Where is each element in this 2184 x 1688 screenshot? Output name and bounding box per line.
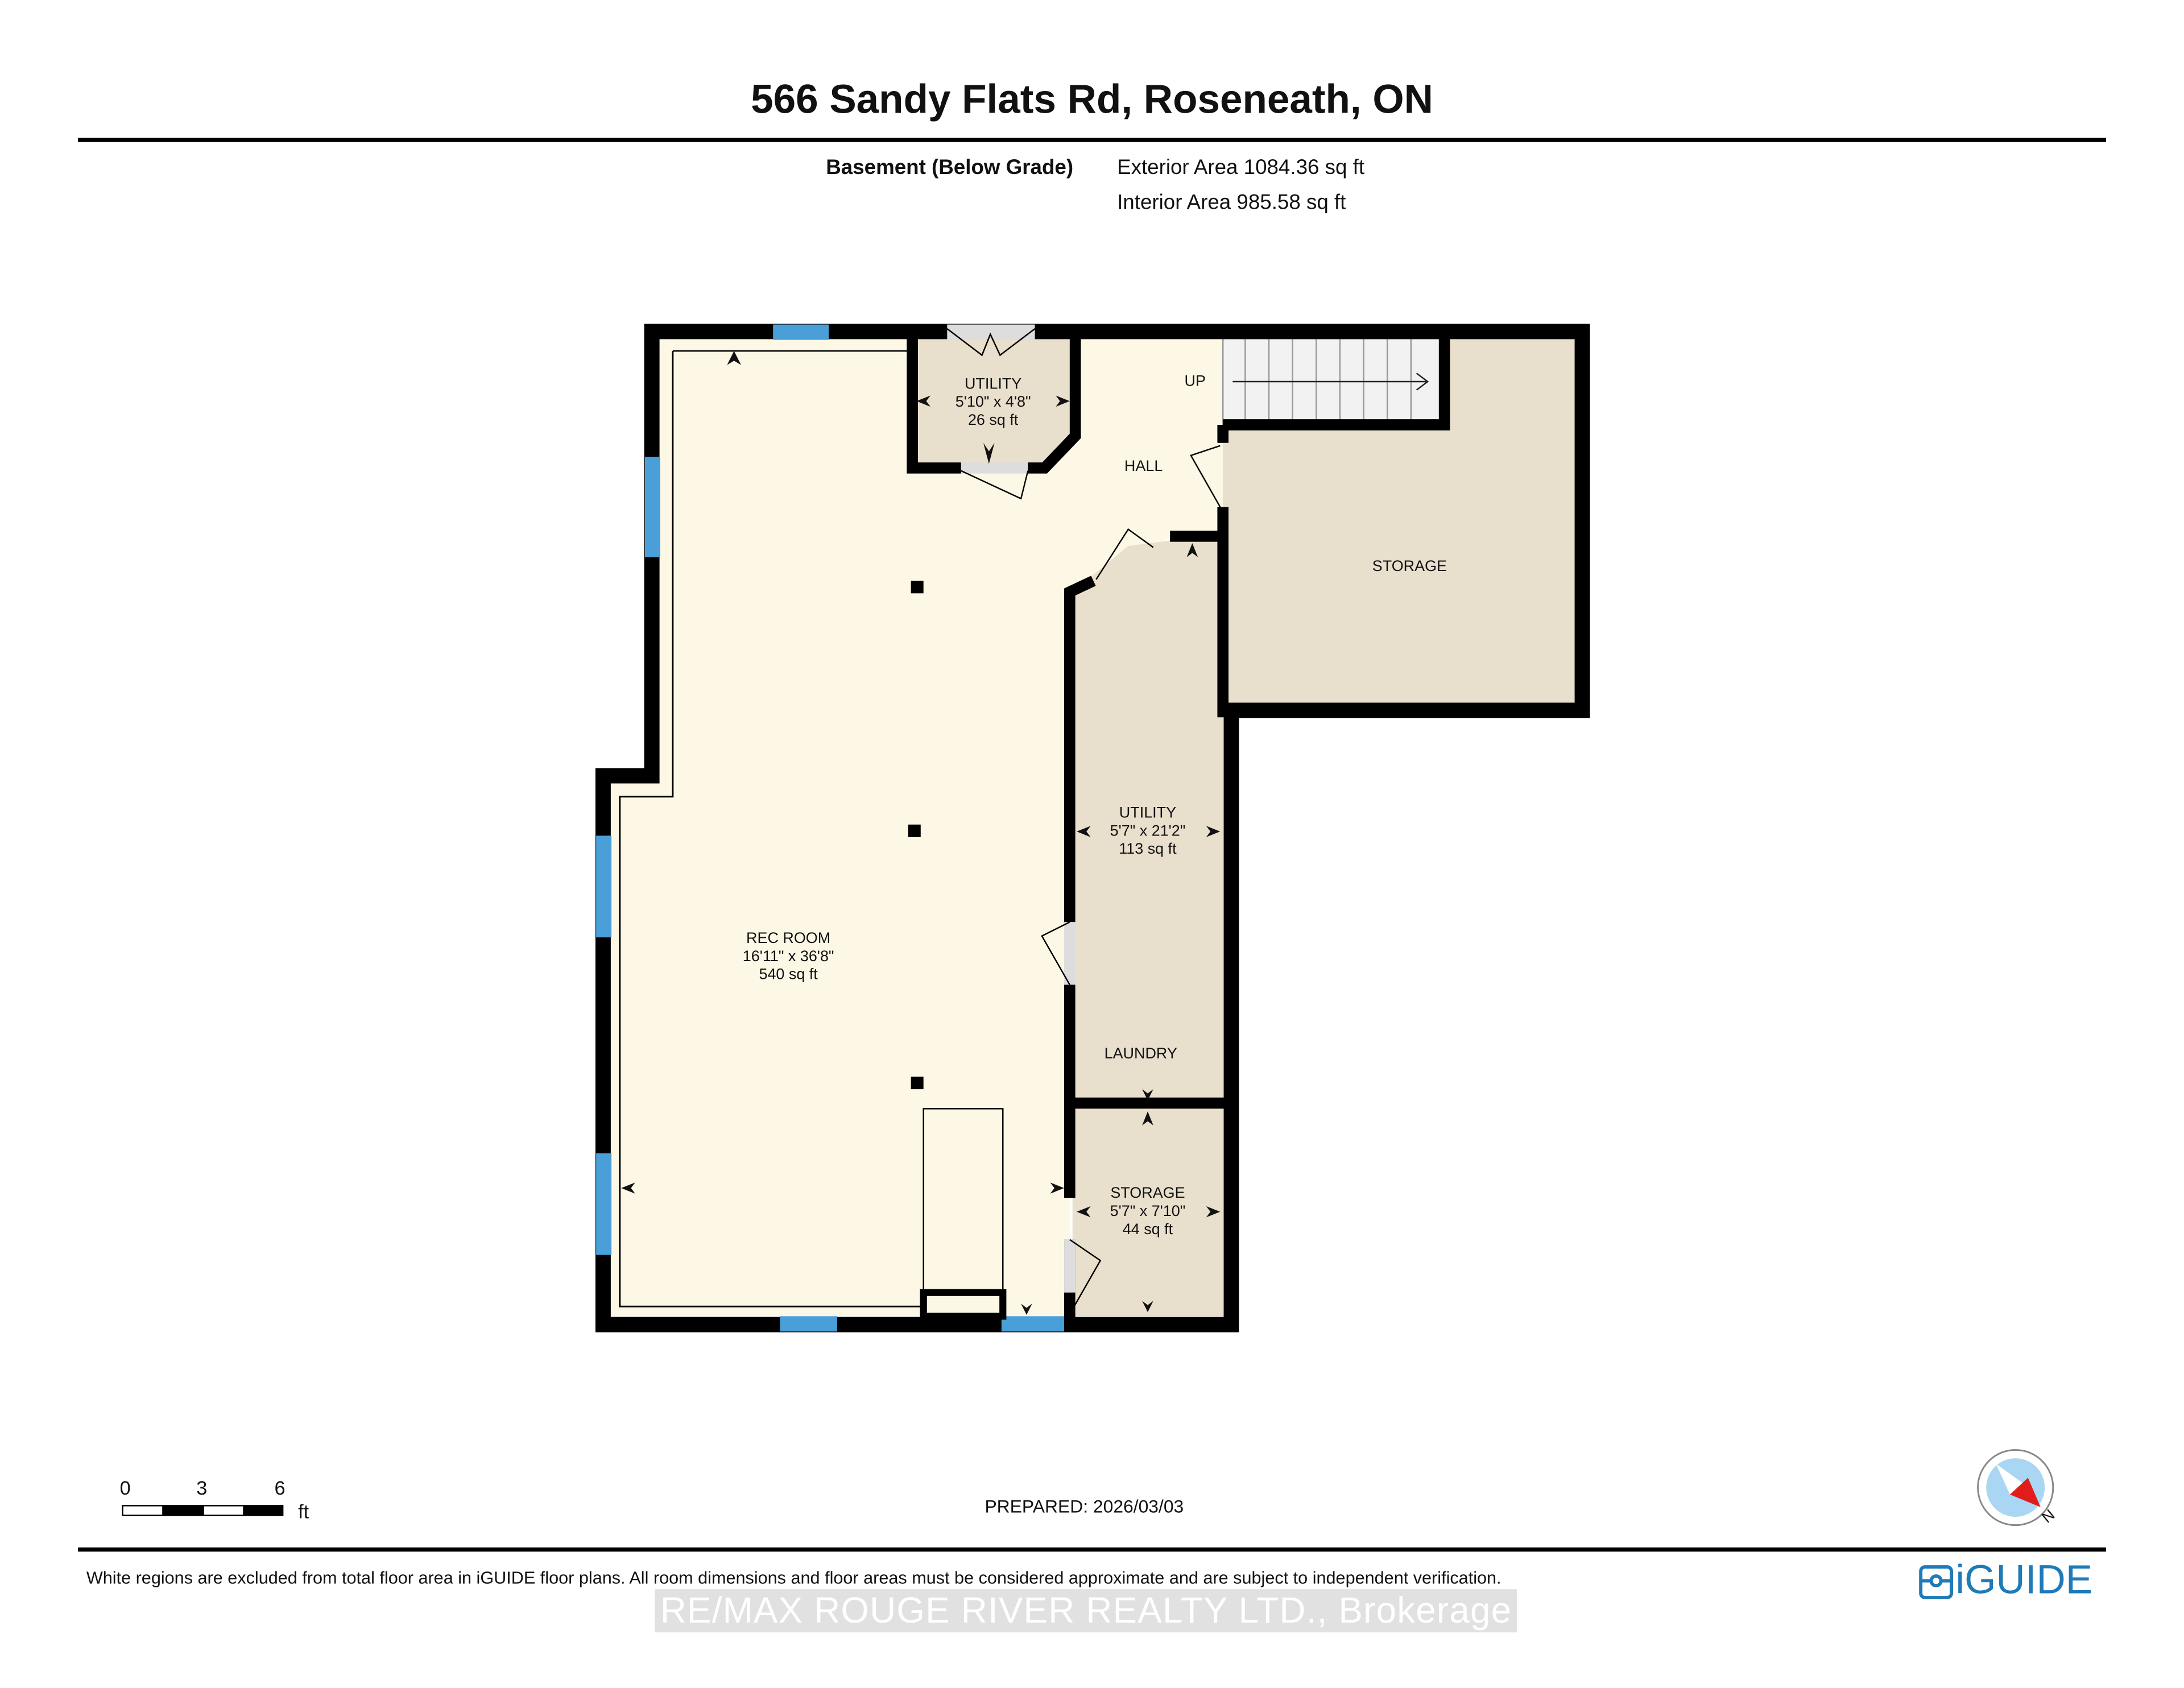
room-area: 26 sq ft xyxy=(967,412,1019,429)
room-storage-small: STORAGE 5'7" x 7'10" 44 sq ft xyxy=(1110,1185,1186,1240)
compass-icon xyxy=(1977,1449,2054,1526)
window xyxy=(773,324,829,340)
scale-bar xyxy=(122,1505,284,1516)
window xyxy=(596,1153,612,1255)
room-name: STORAGE xyxy=(1372,558,1447,576)
room-utility-small: UTILITY 5'10" x 4'8" 26 sq ft xyxy=(956,376,1031,431)
brokerage-watermark: RE/MAX ROUGE RIVER REALTY LTD., Brokerag… xyxy=(655,1589,1518,1633)
window xyxy=(780,1316,837,1332)
room-name: REC ROOM xyxy=(746,930,831,948)
window xyxy=(596,835,612,938)
interior-walls xyxy=(907,334,1450,1325)
room-dims: 16'11" x 36'8" xyxy=(742,948,834,966)
room-hall: HALL xyxy=(1124,458,1163,477)
storage-small-floor xyxy=(1072,1107,1223,1317)
room-area: 113 sq ft xyxy=(1119,841,1177,858)
prepared-date: PREPARED: 2026/03/03 xyxy=(985,1496,1184,1517)
door-swings xyxy=(946,324,1221,1310)
column xyxy=(911,581,924,594)
room-rec-room: REC ROOM 16'11" x 36'8" 540 sq ft xyxy=(743,930,834,985)
stairs-up-label: UP xyxy=(1185,373,1206,391)
room-name: STORAGE xyxy=(1110,1185,1185,1202)
iguide-logo: iGUIDE xyxy=(1955,1558,2093,1603)
window xyxy=(1001,1316,1065,1332)
column xyxy=(911,1077,924,1090)
window xyxy=(644,457,660,557)
fixture-base xyxy=(920,1289,1007,1320)
room-name: UTILITY xyxy=(1119,805,1177,822)
scale-tick-3: 3 xyxy=(196,1476,208,1499)
room-name: HALL xyxy=(1124,458,1163,475)
room-area: 540 sq ft xyxy=(759,966,818,983)
scale-tick-6: 6 xyxy=(274,1476,286,1499)
exterior-wall xyxy=(595,324,1590,1333)
support-columns xyxy=(908,581,924,1090)
room-storage-large: STORAGE xyxy=(1372,558,1447,577)
room-utility-long: UTILITY 5'7" x 21'2" 113 sq ft xyxy=(1110,805,1186,860)
windows xyxy=(596,324,1065,1332)
disclaimer: White regions are excluded from total fl… xyxy=(86,1568,1502,1588)
room-name: LAUNDRY xyxy=(1104,1046,1177,1063)
page-title: 566 Sandy Flats Rd, Roseneath, ON xyxy=(751,78,1433,123)
room-name: UTILITY xyxy=(964,376,1022,393)
room-laundry: LAUNDRY xyxy=(1105,1046,1177,1064)
stair-arrow-icon xyxy=(1232,373,1429,391)
utility-long-floor xyxy=(1072,533,1223,1103)
scale-unit: ft xyxy=(298,1500,309,1522)
room-dims: 5'7" x 21'2" xyxy=(1110,823,1186,840)
scale-tick-0: 0 xyxy=(119,1476,131,1499)
column xyxy=(908,824,921,837)
interior-area: Interior Area 985.58 sq ft xyxy=(1117,191,1346,215)
room-dims: 5'10" x 4'8" xyxy=(955,394,1031,411)
exterior-area: Exterior Area 1084.36 sq ft xyxy=(1117,156,1365,180)
header-divider xyxy=(78,138,2106,142)
storage-large-floor xyxy=(1223,338,1578,708)
iguide-logo-icon xyxy=(1919,1565,1953,1599)
utility-small-floor xyxy=(912,338,1073,471)
floor-label: Basement (Below Grade) xyxy=(826,156,1074,180)
room-name: UP xyxy=(1184,373,1206,390)
footer-divider xyxy=(78,1547,2106,1552)
room-area: 44 sq ft xyxy=(1122,1221,1173,1239)
dimension-arrows xyxy=(621,351,1221,1315)
room-dims: 5'7" x 7'10" xyxy=(1110,1203,1186,1221)
